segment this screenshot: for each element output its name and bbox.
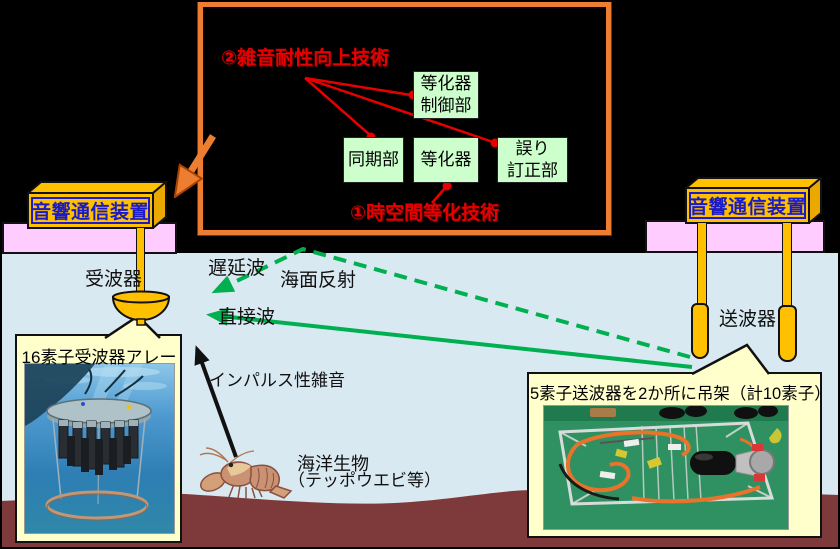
transmitter-pole-2 [782,222,792,310]
impulse-noise-arrow [194,345,238,458]
transmitter-array-photo [543,405,789,530]
delayed-wave-arrow [211,246,691,359]
transmitter-array-title: 5素子送波器を2か所に吊架（計10素子） [530,385,831,403]
sea-surface-reflection-label: 海面反射 [280,270,357,291]
shrimp-eye [228,462,234,468]
pistol-shrimp-illustration [199,447,293,499]
receiver-hydrophone [112,290,170,326]
transmitter-label: 送波器 [719,309,777,330]
receiver-array-title: 16素子受波器アレー [21,348,177,367]
spatiotemporal-eq-title: ①時空間等化技術 [350,203,500,224]
receiver-array-photo [24,363,175,534]
block-equalizer: 等化器 [413,137,479,183]
acoustic-device-left: 音響通信装置 [25,179,169,231]
direct-wave-label: 直接波 [218,307,276,328]
shrimp-tail [268,485,293,499]
direct-wave-arrow [206,307,693,369]
device-right-label: 音響通信装置 [689,192,806,219]
transmitter-pole-1 [697,222,707,308]
impulse-noise-label: インパルス性雑音 [209,371,345,390]
receiver-label: 受波器 [85,269,143,290]
delayed-wave-label: 遅延波 [208,258,266,279]
underwater-photo-graphic [25,364,174,533]
acoustic-device-right: 音響通信装置 [683,175,824,226]
shrimp-legs [228,483,263,499]
technology-box: ②雑音耐性向上技術 等化器 制御部 同期部 等化器 誤り 訂正部 ①時空間等化技… [198,2,611,235]
transmitter-callout-tail [691,343,770,376]
marine-life-label: 海洋生物 [297,454,369,474]
callout-arrow-to-left-device [178,134,216,192]
block-error-correction: 誤り 訂正部 [497,137,568,183]
block-equalizer-control: 等化器 制御部 [413,71,479,119]
transmitter-transducer-2 [778,305,797,362]
block-synchronizer: 同期部 [343,137,404,183]
noise-tolerance-title: ②雑音耐性向上技術 [221,48,390,69]
deck-photo-graphic [544,405,788,529]
transmitter-transducer-1 [691,303,709,359]
ship-hull-right [645,220,825,253]
hydrophone-cylinders [58,419,139,475]
marine-life-example-label: （テッポウエビ等） [288,471,441,490]
device-left-label: 音響通信装置 [31,197,150,224]
